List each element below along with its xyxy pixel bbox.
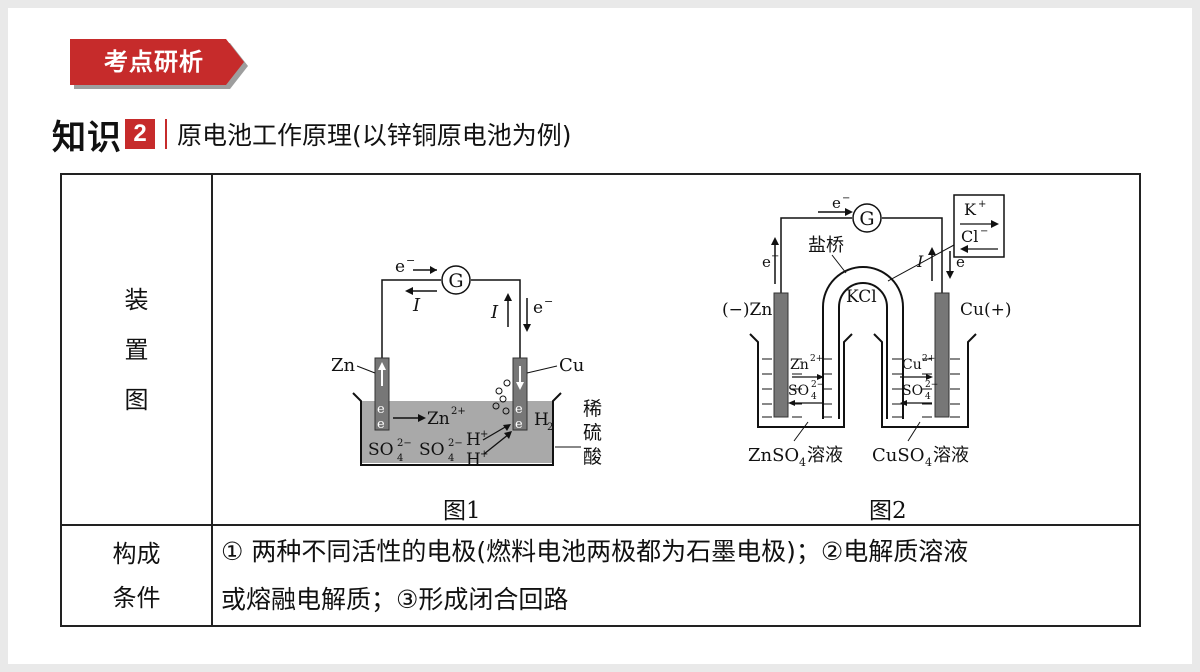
section-header: 知识 2 原电池工作原理(以锌铜原电池为例) bbox=[52, 112, 572, 158]
device-label-cell: 装 置 图 bbox=[60, 173, 213, 526]
cuso4-solution: 溶液 bbox=[933, 445, 969, 466]
section-keyword: 知识 bbox=[52, 117, 122, 158]
sulfate-label: SO bbox=[368, 440, 394, 460]
svg-text:−: − bbox=[842, 193, 850, 204]
conditions-row: 构成 条件 ① 两种不同活性的电极(燃料电池两极都为石墨电极)；②电解质溶液 或… bbox=[60, 524, 1141, 627]
svg-text:4: 4 bbox=[799, 456, 806, 469]
cu-electrode-label: Cu(+) bbox=[960, 300, 1011, 320]
figure-2-caption: 图2 bbox=[869, 498, 907, 524]
right-solution bbox=[892, 358, 960, 418]
sulfate-label: SO bbox=[419, 440, 445, 460]
svg-text:e: e bbox=[515, 402, 523, 417]
svg-text:+: + bbox=[978, 199, 986, 210]
svg-text:2: 2 bbox=[547, 422, 553, 433]
svg-text:4: 4 bbox=[811, 392, 817, 402]
cu-electrode bbox=[512, 357, 528, 431]
zn-electrode bbox=[773, 292, 789, 418]
svg-text:e: e bbox=[377, 402, 385, 417]
zn-electrode bbox=[374, 357, 390, 431]
zn-label: Zn bbox=[331, 355, 356, 376]
svg-text:2+: 2+ bbox=[922, 354, 935, 364]
device-label-char: 图 bbox=[124, 385, 149, 414]
zn-electrode-label: (−)Zn bbox=[722, 300, 772, 320]
conditions-label-line: 构成 bbox=[112, 539, 161, 568]
section-badge: 考点研析 bbox=[70, 39, 250, 89]
znso4-solution: 溶液 bbox=[807, 445, 843, 466]
svg-text:2+: 2+ bbox=[810, 354, 823, 364]
acid-label-char: 稀 bbox=[583, 398, 602, 420]
figure-1-diagram: G e − I I e bbox=[331, 254, 602, 470]
section-number: 2 bbox=[125, 119, 155, 149]
electron-label: e bbox=[956, 253, 965, 271]
current-label: I bbox=[490, 302, 499, 323]
galvanometer bbox=[441, 265, 471, 295]
figures-cell: G e − I I e bbox=[211, 173, 1141, 526]
zn-ion-label: Zn bbox=[790, 357, 809, 373]
cu-electrode bbox=[934, 292, 950, 418]
left-solution bbox=[762, 358, 832, 418]
cuso4-label: CuSO bbox=[872, 445, 924, 466]
galvanometer-label: G bbox=[448, 270, 463, 292]
conditions-label-line: 条件 bbox=[112, 583, 161, 612]
knowledge-table: 装 置 图 G e − bbox=[60, 173, 1141, 627]
acid-label-char: 硫 bbox=[583, 422, 602, 444]
svg-text:2−: 2− bbox=[811, 380, 824, 390]
svg-text:e: e bbox=[377, 417, 385, 432]
galvanometer bbox=[852, 203, 882, 233]
electron-label: e bbox=[533, 298, 543, 318]
conditions-line: ① 两种不同活性的电极(燃料电池两极都为石墨电极)；②电解质溶液 bbox=[221, 536, 969, 566]
salt-bridge-label: 盐桥 bbox=[808, 235, 844, 256]
header-divider bbox=[165, 119, 167, 149]
h2-label: H bbox=[534, 410, 549, 430]
cu-ion-label: Cu bbox=[902, 357, 922, 373]
sulfate-label: SO bbox=[788, 383, 809, 399]
svg-text:−: − bbox=[544, 295, 553, 308]
sulfate-charge: 2− bbox=[448, 438, 463, 449]
svg-text:4: 4 bbox=[397, 453, 403, 464]
svg-text:−: − bbox=[406, 254, 415, 267]
device-label-char: 置 bbox=[124, 335, 149, 364]
current-label: I bbox=[412, 295, 421, 316]
h-ion-label: H bbox=[466, 430, 481, 450]
section-title: 原电池工作原理(以锌铜原电池为例) bbox=[177, 121, 572, 150]
zn-ion-label: Zn bbox=[427, 409, 450, 429]
slide-page: 考点研析 知识 2 原电池工作原理(以锌铜原电池为例) 装 置 图 G bbox=[8, 8, 1192, 664]
k-ion-label: K bbox=[964, 200, 977, 219]
conditions-text-cell: ① 两种不同活性的电极(燃料电池两极都为石墨电极)；②电解质溶液 或熔融电解质；… bbox=[211, 524, 1141, 627]
kcl-label: KCl bbox=[846, 287, 877, 307]
beaker bbox=[352, 392, 562, 466]
conditions-label-cell: 构成 条件 bbox=[60, 524, 213, 627]
svg-text:+: + bbox=[480, 449, 488, 460]
svg-text:4: 4 bbox=[925, 392, 931, 402]
svg-text:4: 4 bbox=[925, 456, 932, 469]
electron-label: e bbox=[832, 194, 841, 212]
figure-1-caption: 图1 bbox=[443, 498, 481, 524]
left-beaker bbox=[749, 333, 853, 428]
figure-2-diagram: G e − e − I e − bbox=[722, 193, 1011, 469]
acid-label-char: 酸 bbox=[583, 446, 602, 468]
svg-text:+: + bbox=[480, 429, 488, 440]
sulfate-label: SO bbox=[902, 383, 923, 399]
badge-label: 考点研析 bbox=[104, 48, 204, 76]
current-label: I bbox=[916, 252, 924, 271]
sulfate-charge: 2− bbox=[397, 438, 412, 449]
cu-label: Cu bbox=[559, 355, 584, 376]
svg-text:4: 4 bbox=[448, 453, 454, 464]
electron-label: e bbox=[762, 253, 771, 271]
galvanometer-label: G bbox=[859, 208, 874, 230]
h-ion-label: H bbox=[466, 450, 481, 470]
conditions-line: 或熔融电解质；③形成闭合回路 bbox=[221, 584, 569, 614]
ion-flow-box bbox=[953, 194, 1005, 258]
device-row: 装 置 图 G e − bbox=[60, 173, 1141, 526]
cl-ion-label: Cl bbox=[961, 227, 978, 246]
device-label-char: 装 bbox=[124, 285, 149, 314]
svg-text:−: − bbox=[980, 226, 988, 237]
badge-shape bbox=[70, 39, 248, 89]
right-beaker bbox=[873, 333, 977, 428]
znso4-label: ZnSO bbox=[748, 445, 799, 466]
electron-label: e bbox=[395, 257, 405, 277]
svg-text:e: e bbox=[515, 417, 523, 432]
zn-ion-charge: 2+ bbox=[451, 406, 466, 417]
svg-text:2−: 2− bbox=[925, 380, 938, 390]
